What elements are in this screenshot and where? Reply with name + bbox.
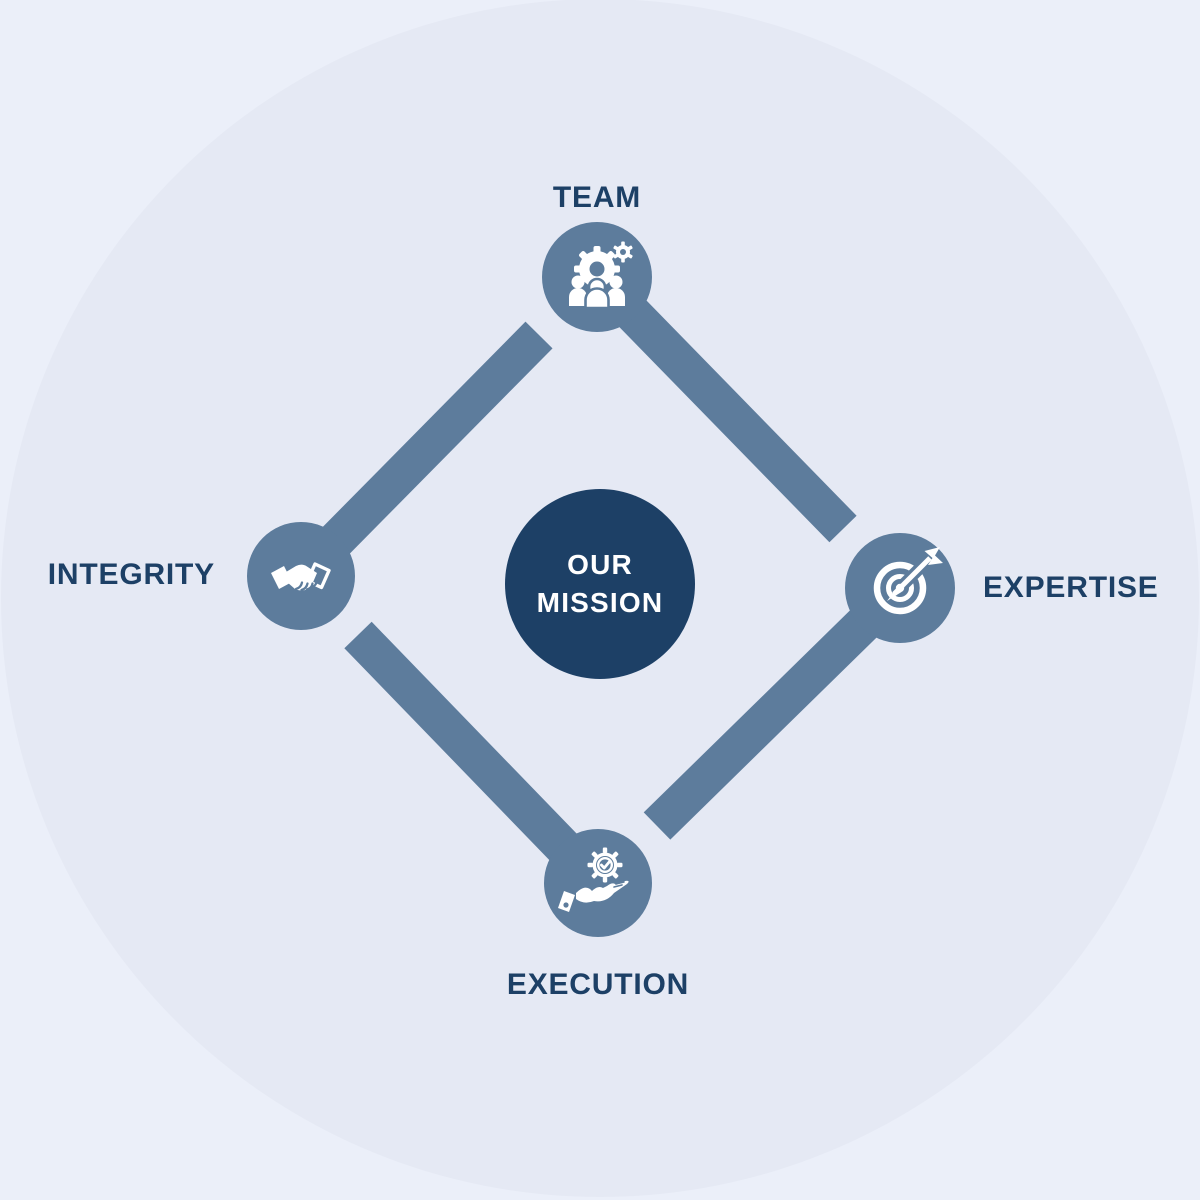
execution-label: EXECUTION bbox=[506, 968, 690, 1001]
execution-node-circle bbox=[544, 829, 652, 937]
connector-lines bbox=[287, 263, 914, 897]
hand-gear-check-icon bbox=[558, 847, 629, 912]
connector-expertise-execution bbox=[643, 574, 914, 840]
integrity-label: INTEGRITY bbox=[47, 558, 215, 591]
connector-execution-integrity bbox=[344, 621, 612, 897]
connector-integrity-team bbox=[287, 321, 553, 590]
target-arrow-icon bbox=[873, 547, 943, 615]
mission-circle bbox=[505, 489, 695, 679]
handshake-icon bbox=[271, 562, 331, 592]
mission-title: OUR MISSION bbox=[537, 546, 664, 622]
team-label: TEAM bbox=[552, 181, 642, 214]
mission-title-line1: OUR bbox=[567, 549, 633, 580]
team-gears-icon bbox=[569, 241, 633, 310]
connector-team-expertise bbox=[583, 263, 857, 543]
expertise-label: EXPERTISE bbox=[983, 571, 1159, 604]
mission-title-line2: MISSION bbox=[536, 587, 664, 618]
